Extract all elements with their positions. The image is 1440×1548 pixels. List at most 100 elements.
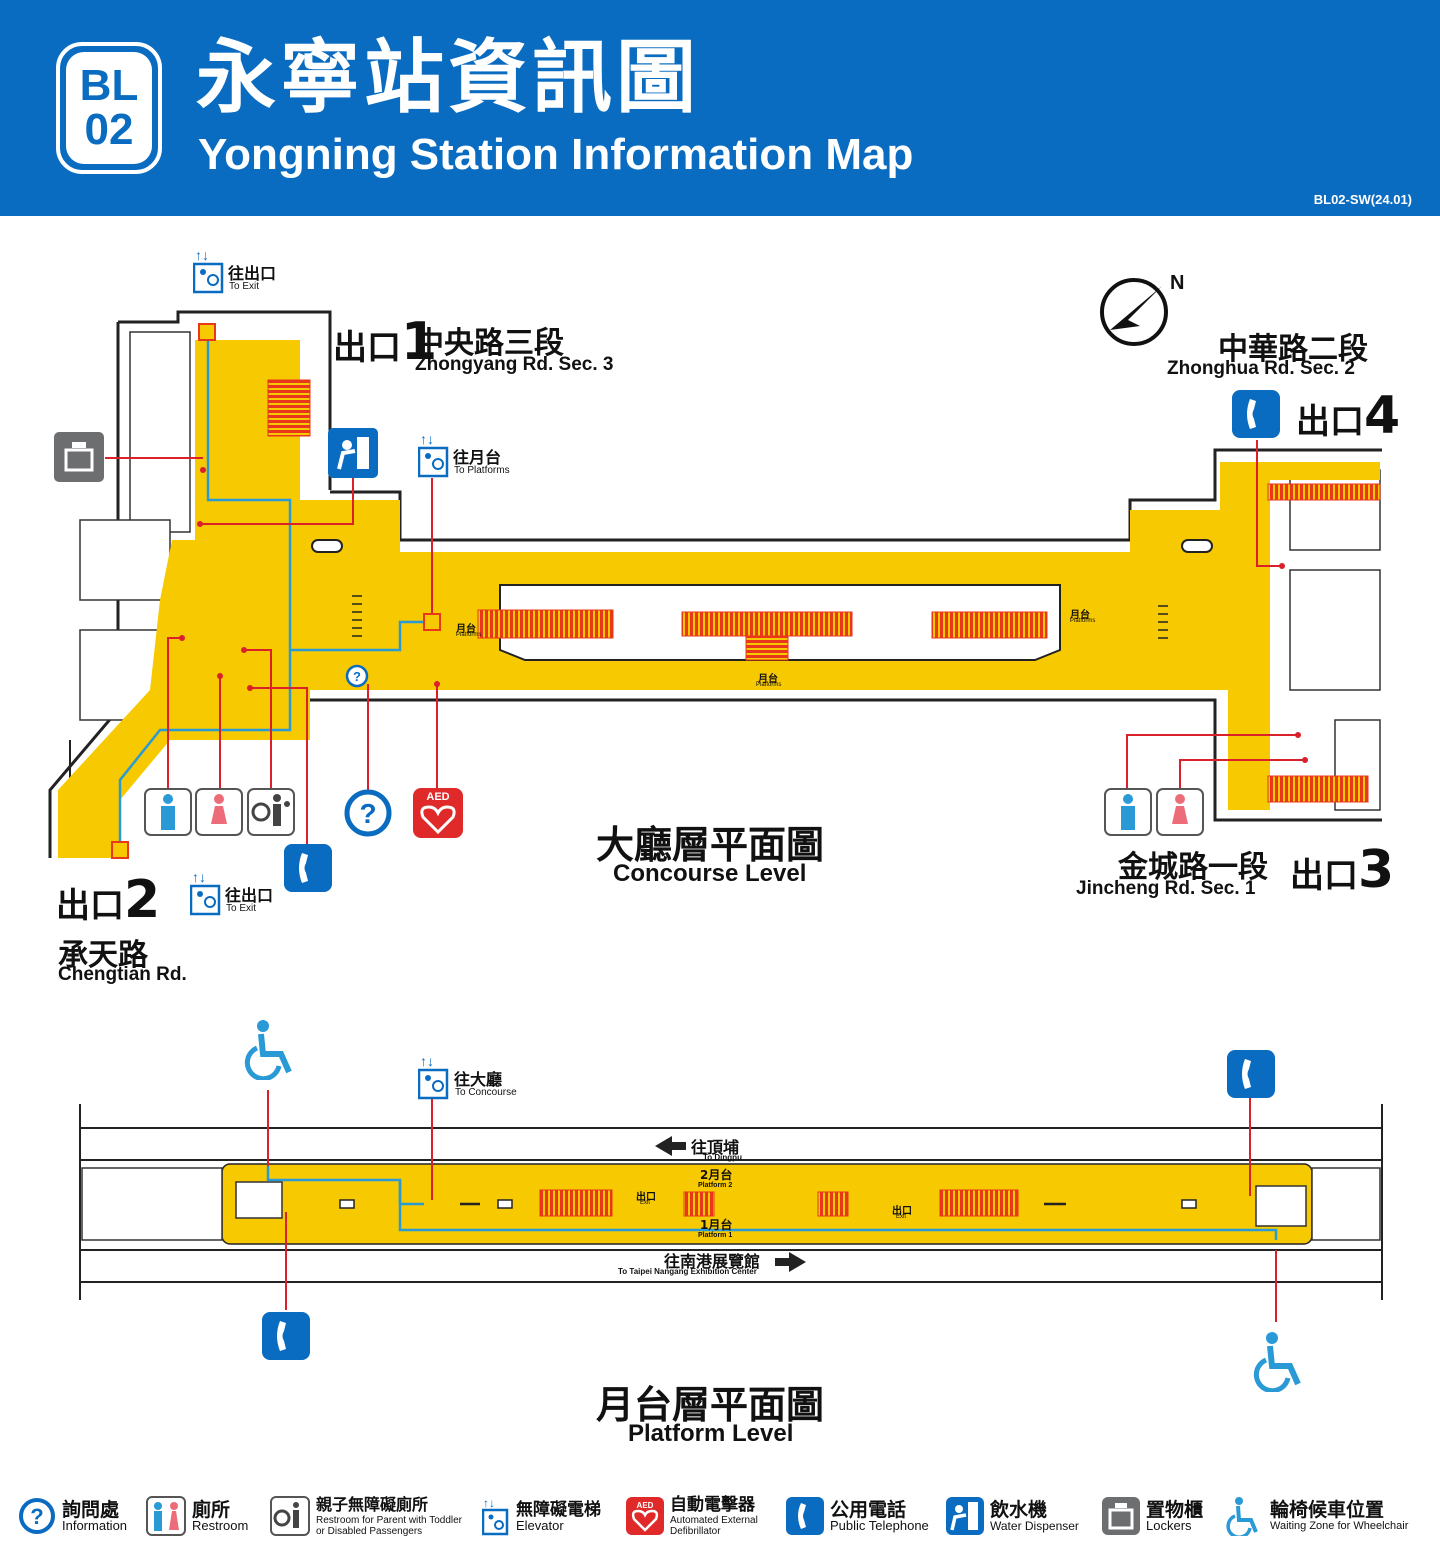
svg-text:?: ? xyxy=(353,669,361,684)
legend-aed-zh: 自動電擊器 xyxy=(670,1495,755,1515)
exit-1-marker: 出口1 xyxy=(333,312,438,372)
direction-nangang-en: To Taipei Nangang Exhibition Center xyxy=(618,1267,757,1276)
concourse-platform-label-left: 月台 xyxy=(456,624,476,635)
aed-label: AED xyxy=(426,791,450,803)
legend-family-restroom-en: Restroom for Parent with Toddler or Disa… xyxy=(316,1515,462,1537)
exit-1-road-zh: 中央路三段 xyxy=(414,326,564,361)
svg-text:↑↓: ↑↓ xyxy=(420,1053,434,1069)
platform-floor xyxy=(221,1163,1313,1245)
legend-aed-en: Automated External Defibrillator xyxy=(670,1515,758,1537)
station-map-drawing xyxy=(48,278,1383,1322)
water-dispenser-icon xyxy=(946,1497,984,1535)
elevator-concourse-label-en: To Concourse xyxy=(455,1087,517,1098)
restroom-female-icon xyxy=(195,788,243,841)
map-code: BL02-SW(24.01) xyxy=(1313,192,1412,207)
legend-elevator-zh: 無障礙電梯 xyxy=(516,1500,601,1520)
svg-text:?: ? xyxy=(30,1504,43,1529)
svg-text:↑↓: ↑↓ xyxy=(483,1496,495,1510)
information-counter-icon: ? xyxy=(345,664,369,693)
platform-exit-label-left: 出口 xyxy=(636,1192,656,1203)
concourse-platform-label-left-en: Platforms xyxy=(456,632,482,638)
legend-water-dispenser-en: Water Dispenser xyxy=(990,1519,1079,1533)
concourse-escalators xyxy=(267,379,1381,803)
family-restroom-icon xyxy=(270,1496,310,1536)
locker-icon xyxy=(54,432,104,482)
restroom-male-icon xyxy=(144,788,192,841)
platform-1-label-en: Platform 1 xyxy=(698,1232,733,1239)
platform-benches xyxy=(339,1199,1197,1209)
legend-information-zh: 詢問處 xyxy=(62,1499,120,1521)
pillars xyxy=(311,539,1213,553)
legend-locker-en: Lockers xyxy=(1146,1518,1192,1533)
platform-exit-label-right-en: Exit xyxy=(896,1214,907,1220)
telephone-icon xyxy=(1232,390,1280,438)
concourse-title-en: Concourse Level xyxy=(613,860,807,887)
exit-1-road-en: Zhongyang Rd. Sec. 3 xyxy=(415,354,614,375)
legend-restroom-zh: 廁所 xyxy=(192,1499,231,1521)
family-restroom-icon xyxy=(247,788,295,841)
elevator-icon: ↑↓ xyxy=(192,246,225,299)
fare-gates xyxy=(352,595,1168,639)
exit-3-marker: 出口3 xyxy=(1290,840,1395,900)
svg-text:?: ? xyxy=(359,798,376,829)
platform-2-label: 2月台 xyxy=(700,1168,733,1182)
exit-2-road-zh: 承天路 xyxy=(58,938,148,973)
leader-dots xyxy=(179,467,1308,763)
legend-wheelchair-en: Waiting Zone for Wheelchair xyxy=(1270,1520,1409,1532)
telephone-icon xyxy=(1227,1050,1275,1098)
information-icon: ? xyxy=(19,1498,55,1534)
platform-escalators xyxy=(539,1189,1019,1217)
wheelchair-icon xyxy=(1226,1497,1258,1536)
svg-text:↑↓: ↑↓ xyxy=(192,869,206,885)
platform-title-zh: 月台層平面圖 xyxy=(596,1383,825,1427)
aed-icon: AED xyxy=(626,1497,664,1535)
legend-telephone-en: Public Telephone xyxy=(830,1518,929,1533)
compass-north-label: N xyxy=(1170,272,1185,294)
platform-exit-label-right: 出口 xyxy=(892,1206,912,1217)
platform-leader-lines xyxy=(267,1090,1277,1322)
concourse-platform-label-right-en: Platforms xyxy=(1070,618,1096,624)
legend-information-en: Information xyxy=(62,1518,128,1533)
platform-tracks xyxy=(79,1104,1383,1300)
elevator-icon: ↑↓ xyxy=(482,1496,509,1536)
concourse-platform-label-center-en: Platforms xyxy=(756,682,782,688)
line-code-number: 02 xyxy=(84,105,134,154)
legend-family-restroom-zh: 親子無障礙廁所 xyxy=(316,1495,429,1514)
elevator-icon: ↑↓ xyxy=(417,430,450,483)
legend-water-dispenser-zh: 飲水機 xyxy=(990,1499,1048,1521)
legend-telephone-zh: 公用電話 xyxy=(830,1499,907,1521)
platform-end-rooms xyxy=(81,1167,1381,1241)
exit-3-road-zh: 金城路一段 xyxy=(1118,850,1268,885)
svg-text:↑↓: ↑↓ xyxy=(195,247,209,263)
platform-title-en: Platform Level xyxy=(628,1420,794,1447)
information-icon: ? xyxy=(343,788,393,843)
aed-icon: AED xyxy=(413,788,463,838)
line-code-letters: BL xyxy=(79,61,139,110)
concourse-platform-label-right: 月台 xyxy=(1070,610,1090,621)
concourse-platform-label-center: 月台 xyxy=(758,674,778,685)
platform-1-label: 1月台 xyxy=(700,1218,733,1232)
legend-wheelchair-zh: 輪椅候車位置 xyxy=(1270,1499,1385,1521)
station-title-zh: 永寧站資訊圖 xyxy=(196,31,700,124)
legend-elevator-en: Elevator xyxy=(516,1518,564,1533)
restroom-male-icon xyxy=(1104,788,1152,841)
header-banner: BL 02 永寧站資訊圖 Yongning Station Informatio… xyxy=(0,0,1440,216)
telephone-icon xyxy=(284,844,332,892)
telephone-icon xyxy=(262,1312,310,1360)
elevator-exit2-label-en: To Exit xyxy=(226,903,257,914)
legend-restroom-en: Restroom xyxy=(192,1518,249,1533)
concourse-title-zh: 大廳層平面圖 xyxy=(596,823,825,867)
direction-nangang-zh: 往南港展覽館 xyxy=(664,1252,761,1271)
concourse-leader-lines xyxy=(105,440,1305,848)
platform-exit-label-left-en: Exit xyxy=(640,1200,651,1206)
locker-icon xyxy=(1102,1497,1140,1535)
exit-2-road-en: Chengtian Rd. xyxy=(58,964,187,985)
compass-icon xyxy=(1100,278,1168,346)
station-title-en: Yongning Station Information Map xyxy=(198,130,914,179)
